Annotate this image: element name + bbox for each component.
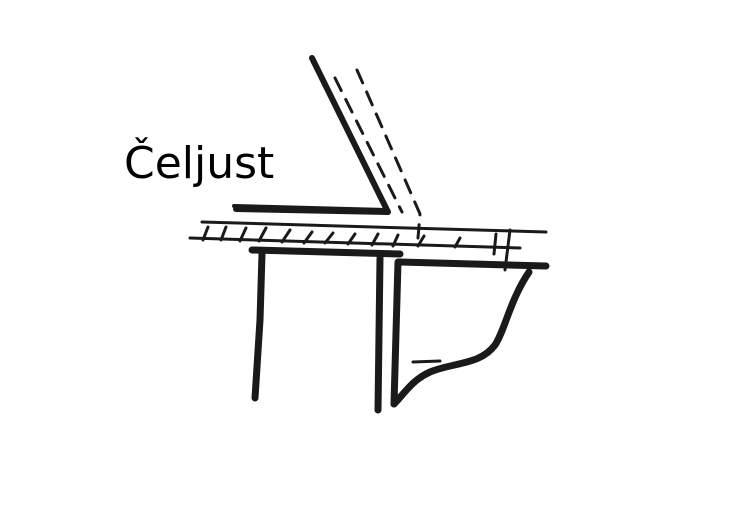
bracket-inner-line [411, 359, 442, 364]
bracket-top-line [396, 258, 550, 270]
plate-top-line [200, 220, 548, 234]
left-leg [251, 250, 266, 402]
jaw-label: Čeljust [124, 138, 275, 189]
jaw-solid-edge [233, 55, 391, 215]
plate-bottom-line [248, 246, 404, 258]
middle-leg [374, 254, 384, 414]
curved-bracket [390, 268, 533, 408]
plate-middle-line [188, 236, 522, 250]
jaw-horizontal-line [232, 204, 388, 212]
right-leg [390, 258, 402, 408]
jaw-dashed-edge-2 [355, 68, 422, 240]
plate-hatching [201, 225, 512, 272]
jaw-dashed-edge-1 [333, 76, 404, 214]
